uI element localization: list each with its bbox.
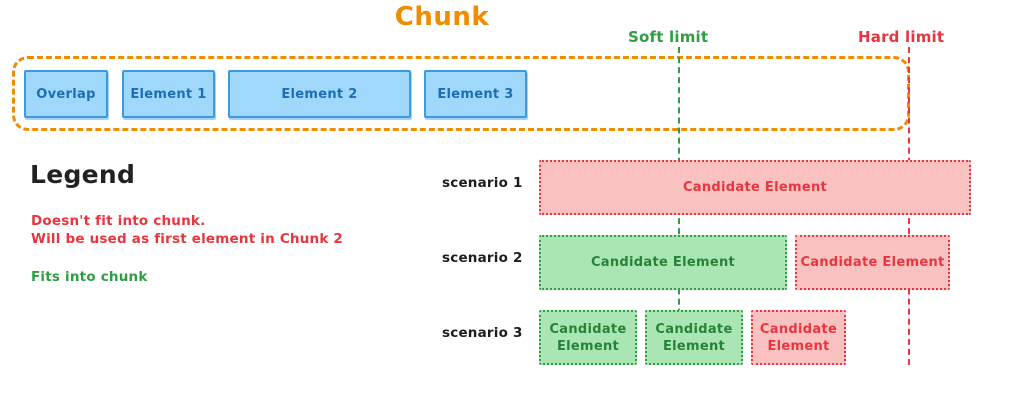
legend-fit-text: Fits into chunk [31, 269, 148, 285]
candidate-element-box: Candidate Element [795, 235, 950, 290]
candidate-element-box: Candidate Element [645, 310, 743, 365]
candidate-element-box: Candidate Element [539, 235, 787, 290]
chunk-element-box: Element 1 [122, 70, 215, 118]
scenario-label: scenario 3 [442, 325, 523, 341]
hard-limit-label: Hard limit [858, 28, 945, 46]
scenario-label: scenario 1 [442, 175, 523, 191]
chunk-element-label: Overlap [36, 86, 96, 102]
candidate-element-box: Candidate Element [539, 160, 971, 215]
chunk-element-label: Element 2 [281, 86, 358, 102]
chunk-element-label: Element 1 [130, 86, 207, 102]
chunk-element-box: Element 3 [424, 70, 527, 118]
chunk-element-box: Element 2 [228, 70, 411, 118]
candidate-element-label: Candidate Element [590, 255, 736, 270]
candidate-element-label: Candidate Element [549, 321, 627, 354]
soft-limit-label: Soft limit [628, 28, 709, 46]
candidate-element-label: Candidate Element [759, 321, 838, 354]
scenario-label: scenario 2 [442, 250, 523, 266]
candidate-element-label: Candidate Element [682, 180, 828, 195]
candidate-element-box: Candidate Element [539, 310, 637, 365]
candidate-element-label: Candidate Element [655, 321, 733, 354]
candidate-element-label: Candidate Element [800, 255, 945, 270]
legend-no-fit-text: Doesn't fit into chunk. Will be used as … [31, 213, 344, 247]
candidate-element-box: Candidate Element [751, 310, 846, 365]
chunk-element-box: Overlap [24, 70, 108, 118]
legend-title: Legend [30, 160, 136, 189]
chunk-element-label: Element 3 [437, 86, 514, 102]
chunk-title: Chunk [394, 2, 490, 32]
